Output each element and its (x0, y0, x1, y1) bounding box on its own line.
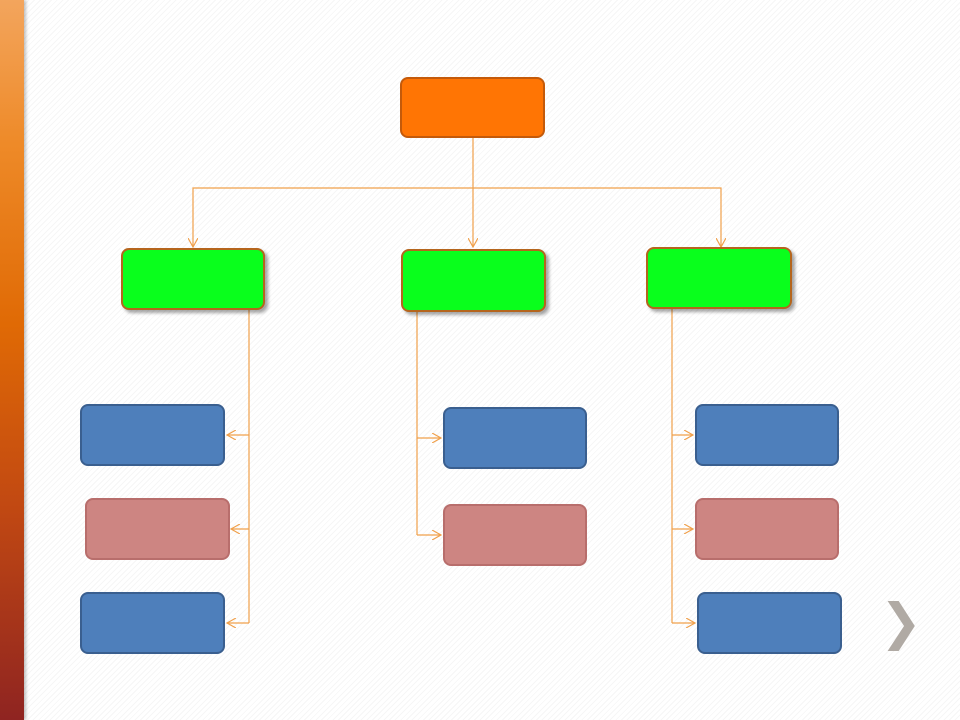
leaf-node-left-1 (80, 404, 225, 466)
branch-node-left (121, 248, 265, 310)
leaf-node-left-3 (80, 592, 225, 654)
leaf-node-right-3 (697, 592, 842, 654)
branch-node-center (401, 249, 546, 312)
connector-root-to-left (193, 187, 473, 247)
chevron-right-icon: ❯ (880, 594, 922, 650)
root-node (400, 77, 545, 138)
side-accent-bar (0, 0, 24, 720)
next-slide-button[interactable]: ❯ (880, 594, 922, 650)
leaf-node-center-2 (443, 504, 587, 566)
leaf-node-left-2 (85, 498, 230, 560)
leaf-node-center-1 (443, 407, 587, 469)
leaf-node-right-1 (695, 404, 839, 466)
branch-node-right (646, 247, 792, 309)
connector-root-to-right (473, 187, 721, 247)
leaf-node-right-2 (695, 498, 839, 560)
